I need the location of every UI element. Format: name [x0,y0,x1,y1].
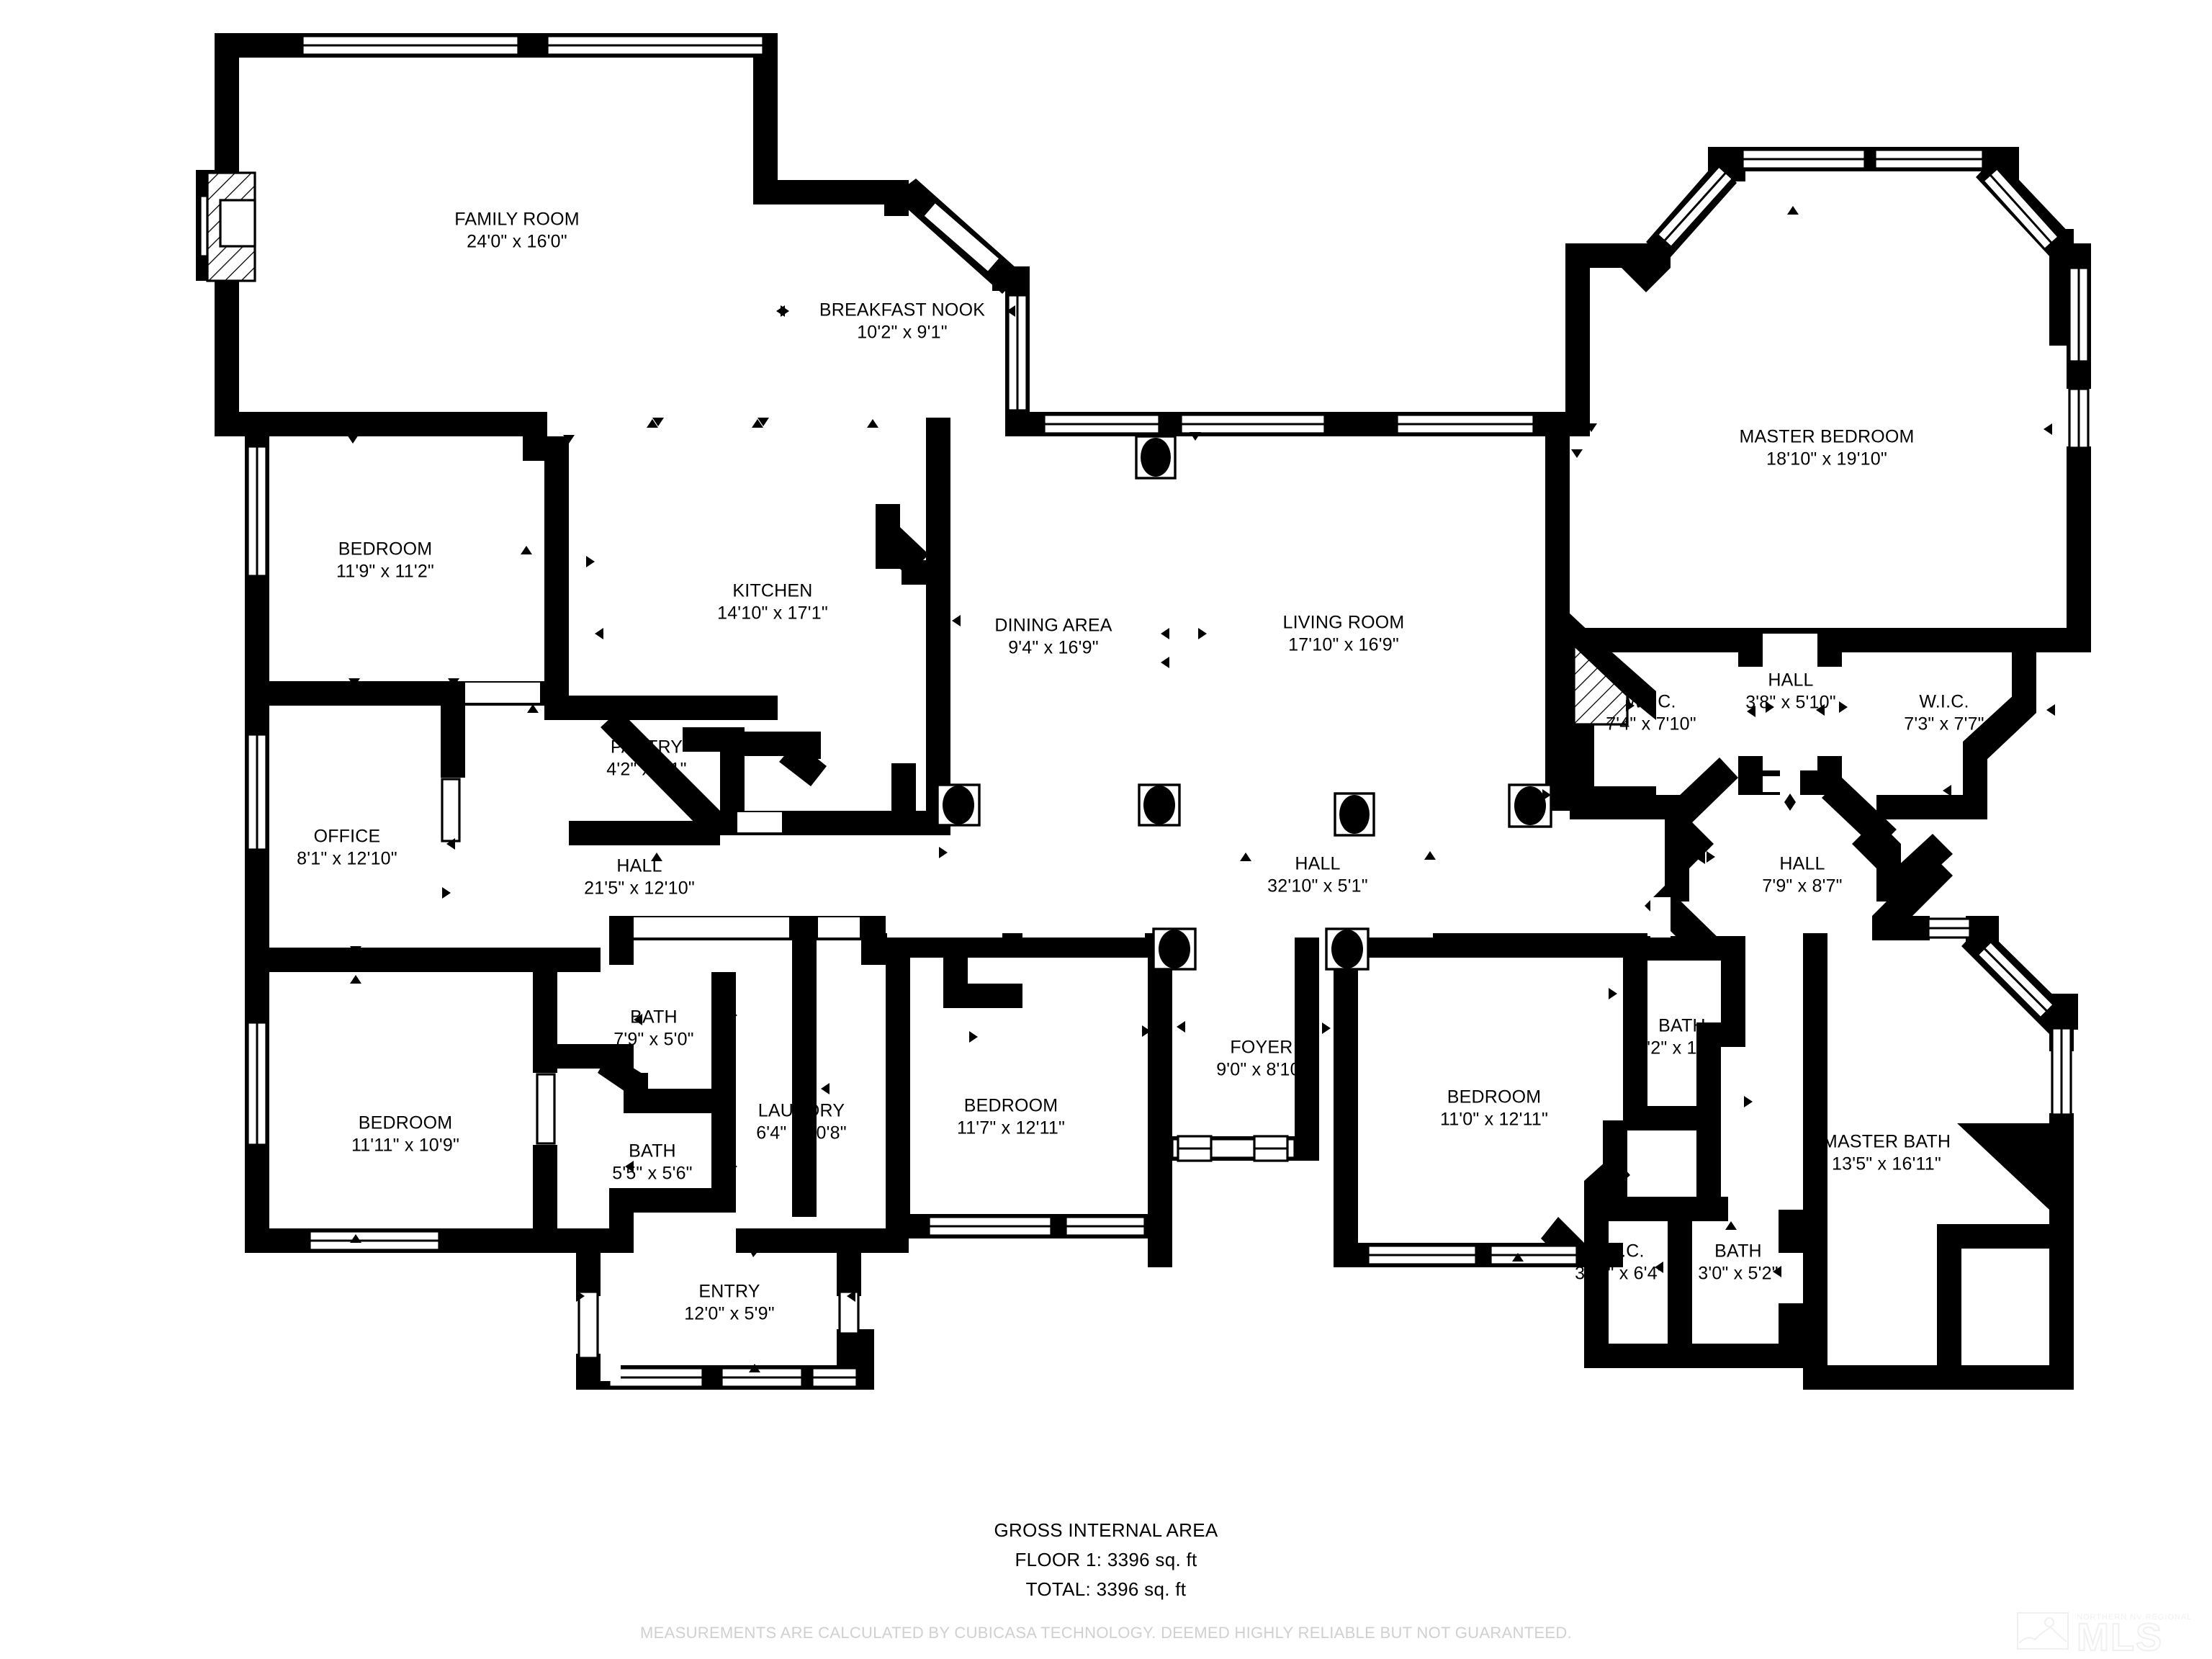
mls-logo-top-text: NORTHERN NV REGIONAL [2077,1613,2192,1622]
gia-title: GROSS INTERNAL AREA [994,1519,1218,1541]
gross-internal-area-block: GROSS INTERNAL AREA FLOOR 1: 3396 sq. ft… [0,1519,2212,1608]
mls-logo-svg: NORTHERN NV REGIONAL MLS [2017,1612,2192,1659]
fireplace-living-room [1573,642,1629,726]
disclaimer-text: MEASUREMENTS ARE CALCULATED BY CUBICASA … [640,1624,1572,1642]
column-6 [1152,927,1197,971]
gia-floor1: FLOOR 1: 3396 sq. ft [1015,1549,1197,1570]
gia-total: TOTAL: 3396 sq. ft [1025,1578,1187,1600]
columns [936,435,1552,971]
column-5 [1135,435,1177,480]
column-2 [1138,783,1181,827]
landscape-photo-icon [2017,1612,2069,1650]
column-1 [936,783,981,827]
column-3 [1334,792,1375,837]
mls-logo-main-text: MLS [2077,1616,2163,1655]
column-7 [1325,927,1370,971]
mls-logo: NORTHERN NV REGIONAL MLS [2015,1599,2195,1659]
wall-structure [196,33,2091,1390]
dimension-tick-marks [230,206,2064,1372]
fireplace-family-room [206,171,256,282]
